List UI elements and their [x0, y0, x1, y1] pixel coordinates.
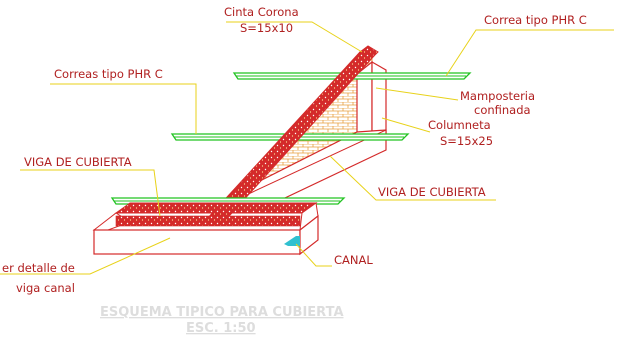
label-cinta-corona: Cinta Corona [224, 5, 299, 19]
canal-channel [284, 236, 300, 246]
gutter-beam [92, 202, 319, 256]
label-confinada: confinada [474, 103, 531, 117]
label-viga-left: VIGA DE CUBIERTA [24, 155, 132, 169]
label-viga-right: VIGA DE CUBIERTA [378, 185, 486, 199]
label-cinta-corona-size: S=15x10 [240, 21, 293, 35]
label-mamposteria: Mamposteria [460, 89, 535, 103]
label-detalle-2: viga canal [16, 281, 75, 295]
label-columneta: Columneta [428, 118, 491, 132]
label-correa-right: Correa tipo PHR C [484, 13, 587, 27]
label-canal: CANAL [334, 253, 373, 267]
drawing-scale: ESC. 1:50 [186, 321, 256, 336]
label-detalle-1: er detalle de [2, 261, 75, 275]
label-correas-left: Correas tipo PHR C [54, 67, 163, 81]
drawing-title: ESQUEMA TIPICO PARA CUBIERTA [100, 305, 344, 320]
label-columneta-size: S=15x25 [440, 134, 493, 148]
